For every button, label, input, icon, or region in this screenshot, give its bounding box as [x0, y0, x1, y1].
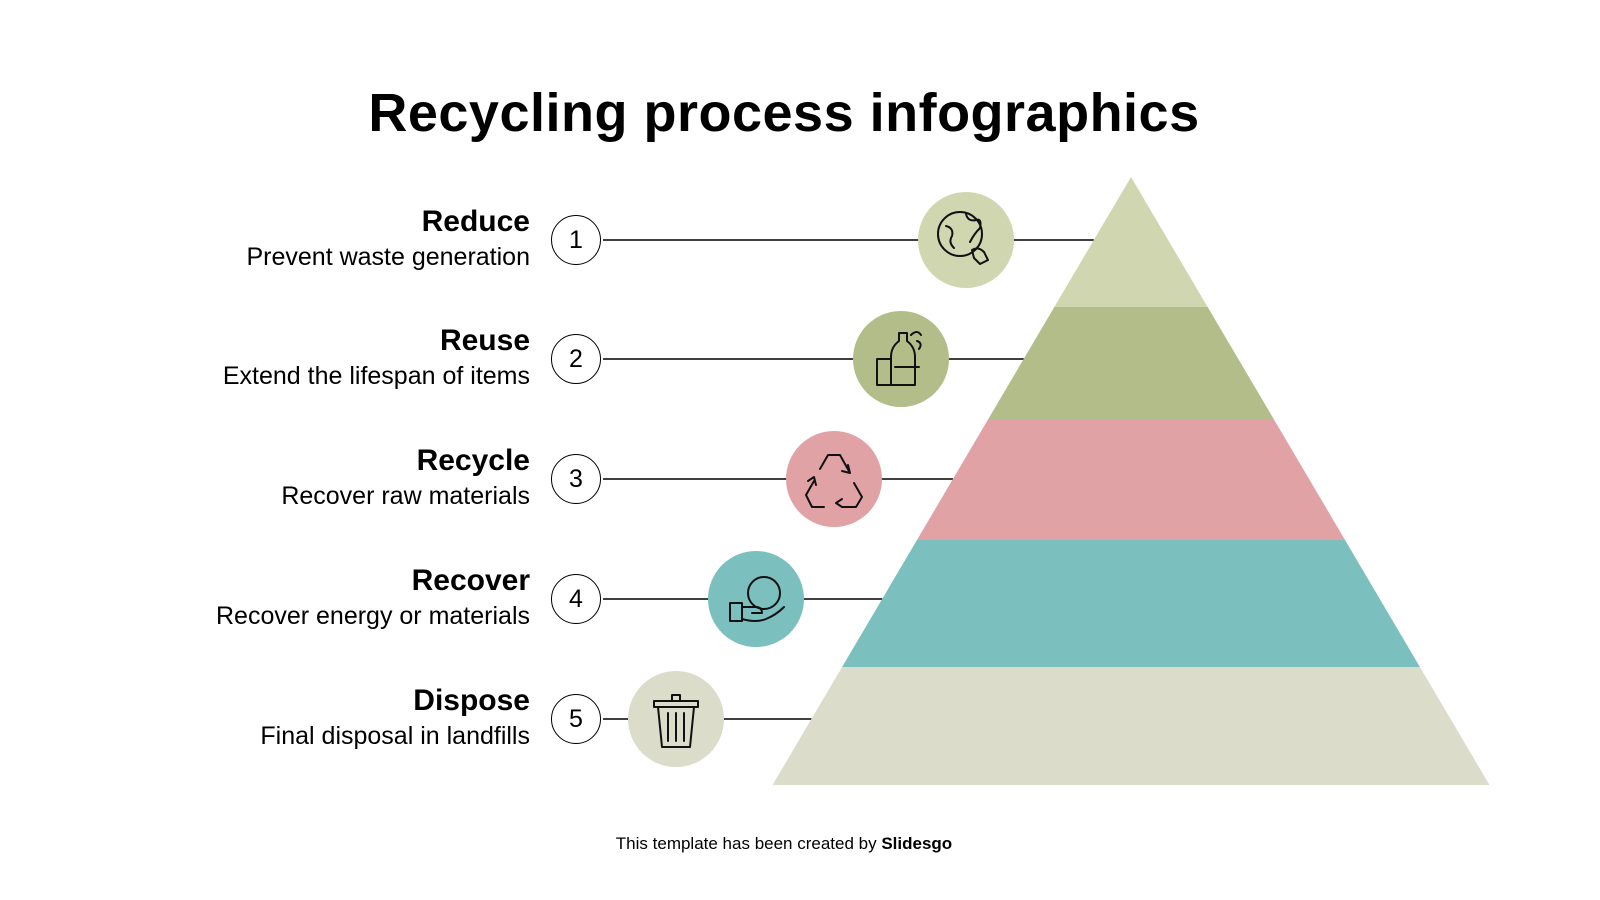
- bottle-glass-icon: [853, 311, 949, 407]
- step-heading: Reuse: [439, 324, 530, 357]
- pyramid-level-recover: [842, 540, 1420, 667]
- globe-recycle-icon: [918, 192, 1014, 288]
- pyramid-level-dispose: [772, 667, 1490, 785]
- recycle-icon: [786, 431, 882, 527]
- pyramid-level-reduce: [1054, 177, 1208, 307]
- step-number-badge: 4: [551, 574, 601, 624]
- footer-credit: This template has been created by Slides…: [0, 834, 1568, 854]
- hand-globe-icon: [708, 551, 804, 647]
- step-heading: Recycle: [416, 444, 530, 477]
- step-number-badge: 5: [551, 694, 601, 744]
- step-number-badge: 1: [551, 215, 601, 265]
- step-number-badge: 3: [551, 454, 601, 504]
- step-heading: Recover: [411, 564, 530, 597]
- page-title: Recycling process infographics: [368, 83, 1200, 143]
- step-description: Recover energy or materials: [215, 602, 530, 630]
- step-description: Recover raw materials: [281, 482, 530, 510]
- pyramid-level-recycle: [916, 420, 1346, 540]
- step-heading: Reduce: [421, 205, 530, 238]
- pyramid-level-reuse: [987, 307, 1275, 420]
- step-description: Prevent waste generation: [246, 243, 530, 271]
- trash-can-icon: [628, 671, 724, 767]
- step-description: Final disposal in landfills: [260, 722, 530, 750]
- footer-brand: Slidesgo: [881, 834, 953, 853]
- step-number-badge: 2: [551, 334, 601, 384]
- footer-text: This template has been created by: [615, 834, 882, 853]
- step-heading: Dispose: [413, 684, 530, 717]
- step-description: Extend the lifespan of items: [222, 362, 530, 390]
